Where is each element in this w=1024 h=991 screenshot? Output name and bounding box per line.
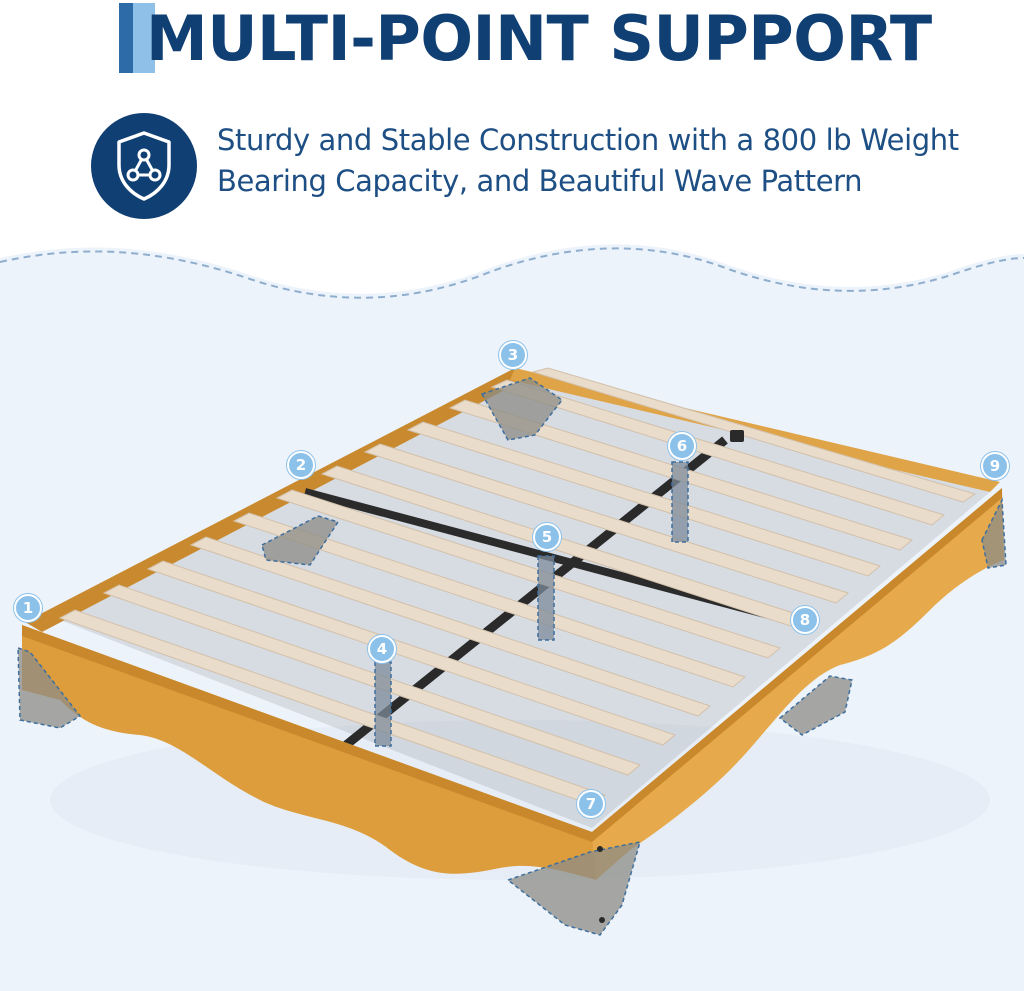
feature-description-line-2: Bearing Capacity, and Beautiful Wave Pat… bbox=[217, 164, 863, 198]
page-title: MULTI-POINT SUPPORT bbox=[146, 2, 932, 75]
marker-6: 6 bbox=[668, 432, 696, 460]
shield-network-icon bbox=[91, 113, 197, 219]
marker-7: 7 bbox=[577, 790, 605, 818]
feature-description-line-1: Sturdy and Stable Construction with a 80… bbox=[217, 123, 959, 157]
title-accent-bar bbox=[119, 3, 155, 73]
feature-description: Sturdy and Stable Construction with a 80… bbox=[217, 120, 1007, 202]
marker-4: 4 bbox=[368, 635, 396, 663]
marker-9: 9 bbox=[981, 452, 1009, 480]
marker-1: 1 bbox=[14, 594, 42, 622]
marker-3: 3 bbox=[499, 341, 527, 369]
slats bbox=[58, 367, 977, 806]
marker-8: 8 bbox=[791, 606, 819, 634]
marker-2: 2 bbox=[287, 451, 315, 479]
marker-5: 5 bbox=[533, 523, 561, 551]
